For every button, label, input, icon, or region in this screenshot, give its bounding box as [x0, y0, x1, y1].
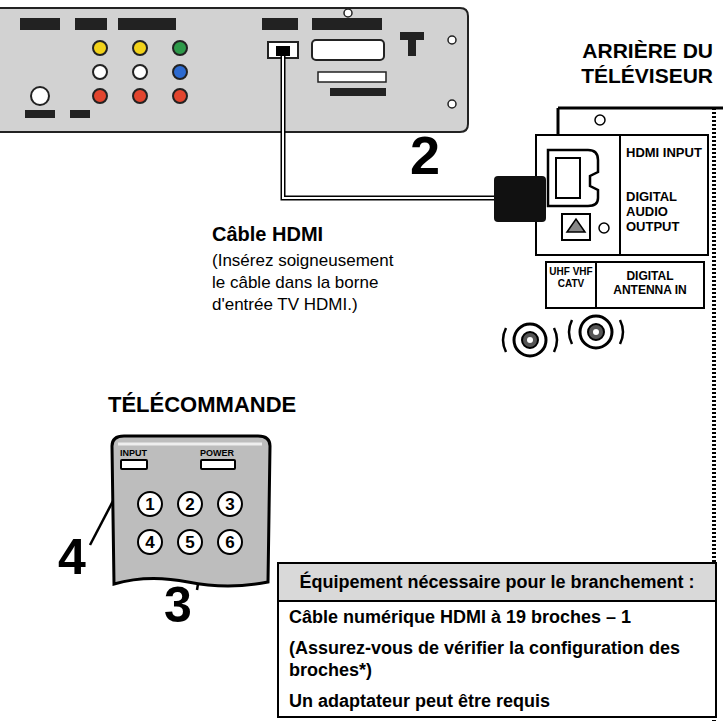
- button-key: [200, 459, 236, 470]
- key-number: 2: [185, 496, 194, 513]
- remote-control: TÉLÉCOMMANDE INPUT POWER 1 2 3 4 5 6: [108, 392, 273, 592]
- panel-title: ARRIÈRE DU TÉLÉVISEUR: [513, 38, 713, 88]
- cable-title: Câble HDMI: [212, 222, 323, 246]
- button-label: POWER: [200, 448, 234, 459]
- button-key: [120, 459, 148, 470]
- key-number: 1: [145, 496, 154, 513]
- box-row: Câble numérique HDMI à 19 broches – 1: [279, 602, 715, 633]
- remote-button: POWER: [200, 448, 236, 470]
- callout-number: 2: [410, 128, 440, 182]
- port-label: HDMI INPUT: [626, 146, 704, 161]
- port-label: UHF VHF CATV: [548, 266, 594, 289]
- number-key: 5: [177, 529, 203, 555]
- equipment-box: Équipement nécessaire pour le branchemen…: [277, 562, 717, 719]
- callout-number: 3: [164, 580, 192, 630]
- coax-connector: [503, 324, 557, 356]
- device-rear-panel: [0, 8, 468, 132]
- key-number: 3: [225, 496, 234, 513]
- remote-title: TÉLÉCOMMANDE: [108, 392, 273, 418]
- remote-button: INPUT: [120, 448, 148, 470]
- key-number: 6: [225, 534, 234, 551]
- hdmi-plug: [494, 176, 546, 222]
- box-row: (Assurez-vous de vérifier la configurati…: [279, 633, 715, 686]
- key-number: 4: [145, 534, 154, 551]
- number-key: 6: [217, 529, 243, 555]
- hdmi-cable: [276, 46, 500, 198]
- port-label: DIGITAL AUDIO OUTPUT: [626, 190, 704, 235]
- box-heading: Équipement nécessaire pour le branchemen…: [279, 564, 715, 603]
- port-label: DIGITAL ANTENNA IN: [598, 270, 702, 298]
- number-key: 2: [177, 491, 203, 517]
- number-key: 4: [137, 529, 163, 555]
- box-row: Un adaptateur peut être requis: [279, 686, 715, 717]
- callout-number: 4: [58, 532, 86, 582]
- button-label: INPUT: [120, 448, 147, 459]
- coax-connector: [569, 316, 623, 348]
- number-key: 3: [217, 491, 243, 517]
- key-number: 5: [185, 534, 194, 551]
- cable-note: (Insérez soigneusement le câble dans la …: [212, 250, 408, 316]
- number-key: 1: [137, 491, 163, 517]
